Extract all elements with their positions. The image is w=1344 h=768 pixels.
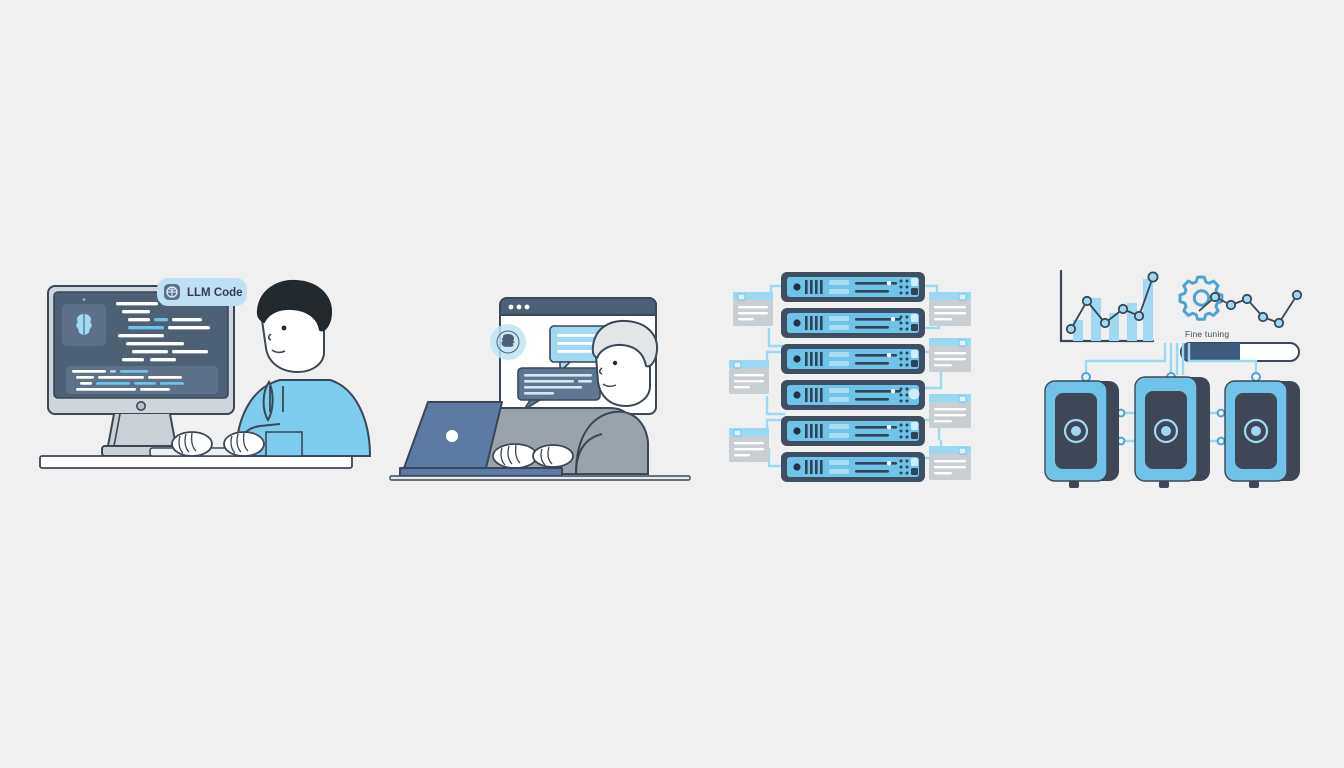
- data-card: [729, 428, 769, 462]
- hands: [171, 431, 265, 457]
- desktop-monitor: [47, 285, 235, 457]
- brain-icon: [62, 304, 106, 346]
- server-unit: [781, 452, 925, 482]
- server-unit: [781, 308, 925, 338]
- desk-line: [389, 475, 691, 481]
- server-unit: [781, 344, 925, 374]
- brain-ai-icon: [490, 324, 526, 360]
- server-unit: [781, 380, 925, 410]
- fine-tuning-progress: Fine tuning: [1180, 329, 1300, 362]
- gear-icon: [1178, 275, 1224, 321]
- sparkline-trend: [1198, 289, 1303, 329]
- data-card: [929, 446, 971, 480]
- brain-chip-icon: [164, 284, 180, 300]
- progress-fill: [1181, 343, 1240, 361]
- panel-llm-coding: LLM Code: [39, 260, 372, 500]
- data-card: [733, 292, 773, 326]
- device-unit: [1134, 376, 1210, 488]
- device-unit: [1044, 380, 1119, 488]
- server-unit: [781, 416, 925, 446]
- data-card: [929, 394, 971, 428]
- panel-finetuning: Fine tuning: [1025, 265, 1315, 505]
- llm-code-badge[interactable]: LLM Code: [157, 278, 247, 306]
- window-controls[interactable]: [508, 304, 530, 310]
- data-card: [929, 292, 971, 326]
- chart-markers: [1065, 271, 1159, 335]
- person-developer: [171, 279, 372, 457]
- chart-trend-line: [1070, 276, 1154, 330]
- fine-tuning-label: Fine tuning: [1185, 329, 1229, 339]
- server-unit: [781, 272, 925, 302]
- panel-server-cluster: [725, 270, 975, 505]
- desk-surface: [39, 455, 353, 469]
- circle-logo: [446, 430, 458, 442]
- metrics-chart: [1059, 269, 1159, 343]
- llm-code-badge-label: LLM Code: [187, 287, 243, 299]
- device-unit: [1224, 380, 1300, 488]
- data-card: [729, 360, 769, 394]
- person-user: [492, 319, 659, 475]
- panel-chat-assistant: [389, 290, 700, 500]
- data-card: [929, 338, 971, 372]
- code-lines-lower: [66, 366, 218, 394]
- chart-bars: [1073, 279, 1153, 341]
- chat-bubble-user: [517, 367, 601, 411]
